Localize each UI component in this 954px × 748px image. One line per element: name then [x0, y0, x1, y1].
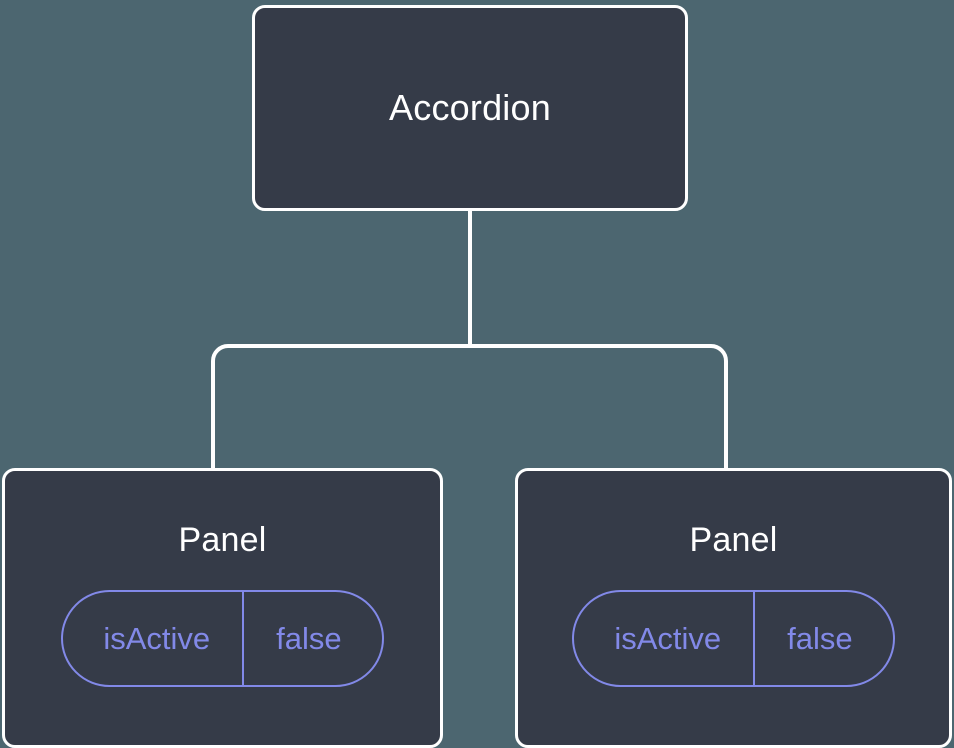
node-panel-0-title: Panel: [178, 521, 267, 559]
node-accordion-title: Accordion: [389, 87, 551, 128]
node-panel-1-state-badge[interactable]: isActive false: [572, 590, 895, 687]
node-panel-0-state-value: false: [242, 592, 381, 685]
connector-branch-left: [211, 344, 470, 470]
node-panel-1-state-key: isActive: [614, 620, 722, 656]
node-panel-0-state-badge[interactable]: isActive false: [61, 590, 384, 687]
node-panel-1-title: Panel: [689, 521, 778, 559]
node-panel-1-state-value: false: [753, 592, 892, 685]
node-panel-0-state-key: isActive: [103, 620, 211, 656]
node-panel-1[interactable]: Panel isActive false: [515, 468, 952, 748]
node-accordion[interactable]: Accordion: [252, 5, 688, 211]
connector-branch-right: [470, 344, 728, 470]
node-panel-0[interactable]: Panel isActive false: [2, 468, 443, 748]
